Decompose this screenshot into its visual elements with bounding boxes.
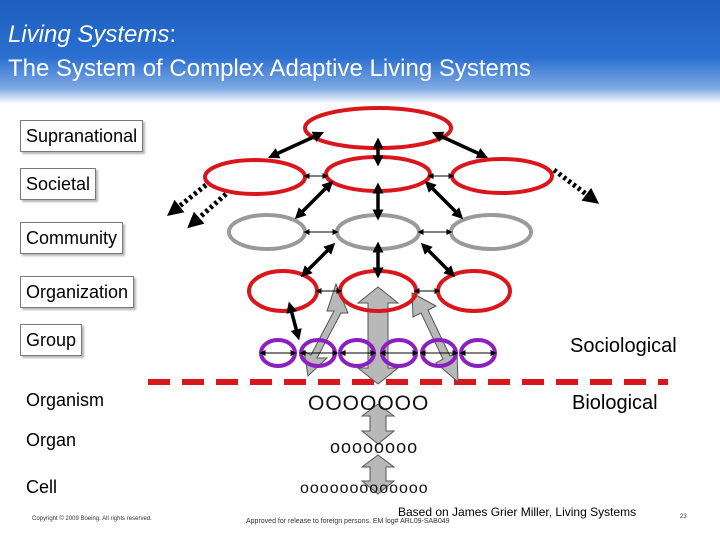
organization-ellipse-right xyxy=(436,269,512,313)
community-ellipse-left xyxy=(227,213,307,251)
title-colon: : xyxy=(169,21,177,48)
community-ellipse-right xyxy=(449,213,533,251)
cell-row: ooooooooooooo xyxy=(300,480,429,497)
level-group: Group xyxy=(20,324,83,356)
societal-ellipse-right xyxy=(450,157,554,195)
societal-ellipse-center xyxy=(324,155,432,193)
arrow-org-left-down xyxy=(286,301,302,341)
big-arrow-center xyxy=(356,286,400,385)
dotted-arrow-upper-left xyxy=(166,183,208,216)
big-arrow-right xyxy=(411,292,459,384)
organism-row: OOOOOOO xyxy=(308,392,430,415)
biological-label: Biological xyxy=(572,392,658,414)
slide-title: Living Systems: The System of Complex Ad… xyxy=(8,18,531,86)
big-arrow-organ xyxy=(360,403,396,445)
dotted-arrow-lower-left xyxy=(187,192,228,229)
citation: Based on James Grier Miller, Living Syst… xyxy=(398,505,637,519)
level-cell: Cell xyxy=(26,477,58,497)
level-organism: Organism xyxy=(26,390,105,410)
title-subtitle: The System of Complex Adaptive Living Sy… xyxy=(8,55,531,82)
community-ellipse-center xyxy=(335,213,421,251)
page-number: 23 xyxy=(680,514,687,520)
big-arrow-cell xyxy=(360,454,396,495)
level-organization: Organization xyxy=(20,276,135,308)
level-supranational: Supranational xyxy=(20,120,144,152)
sociological-label: Sociological xyxy=(570,335,677,357)
arrow-comm-left-down xyxy=(300,242,336,278)
arrow-supra-right xyxy=(431,131,489,159)
arrow-soc-left-down xyxy=(294,180,334,220)
level-community: Community xyxy=(20,222,124,254)
copyright-notice: Copyright © 2009 Boeing. All rights rese… xyxy=(32,516,152,522)
level-societal: Societal xyxy=(20,168,97,200)
level-organ: Organ xyxy=(26,430,77,450)
dotted-arrow-upper-right xyxy=(552,168,600,204)
arrow-comm-right-down xyxy=(420,242,456,278)
arrow-supra-left xyxy=(267,131,325,159)
societal-ellipse-left xyxy=(203,158,307,196)
arrow-soc-right-down xyxy=(424,180,464,220)
title-living-systems: Living Systems xyxy=(8,21,170,48)
organ-row: oooooooo xyxy=(330,437,419,457)
release-notice: Approved for release to foreign persons.… xyxy=(246,518,450,525)
organization-ellipse-left xyxy=(247,269,319,313)
header-banner: Living Systems: The System of Complex Ad… xyxy=(0,0,720,104)
